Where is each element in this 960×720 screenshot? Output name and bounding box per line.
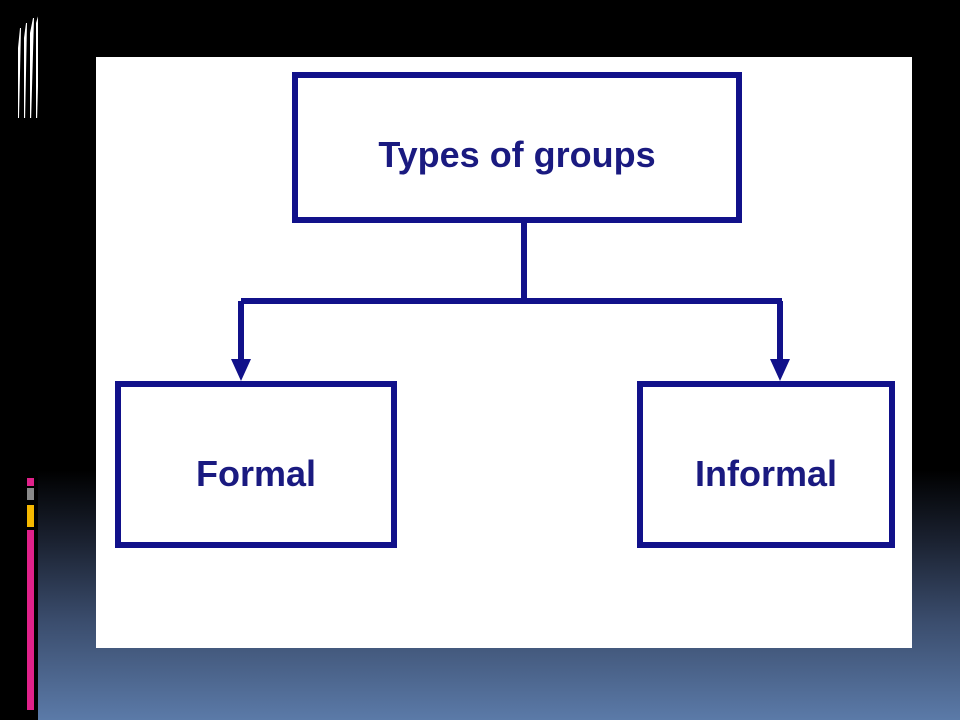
magenta-bar — [27, 530, 34, 710]
corner-lines-decoration — [18, 13, 40, 118]
child-node-label-informal: Informal — [695, 453, 837, 494]
child-node-box-formal — [115, 381, 397, 548]
left-decorative-strip — [0, 0, 40, 720]
yellow-square — [27, 505, 34, 527]
root-node-label: Types of groups — [378, 134, 655, 175]
content-panel: Types of groups Formal Informal — [96, 57, 912, 648]
child-node-box-informal — [637, 381, 895, 548]
arrowhead-right — [770, 359, 790, 381]
child-node-label-formal: Formal — [196, 453, 316, 494]
magenta-bar-top — [27, 478, 34, 486]
gray-square — [27, 488, 34, 500]
root-node-box — [292, 72, 742, 223]
hierarchy-diagram: Types of groups Formal Informal — [115, 72, 895, 548]
arrowhead-left — [231, 359, 251, 381]
